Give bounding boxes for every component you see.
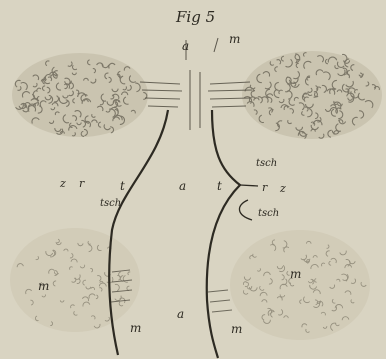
figure-title: Fig 5 xyxy=(175,8,215,26)
label-m-bottom-right: m xyxy=(231,322,242,336)
label-a-mid: a xyxy=(179,179,186,193)
label-tsch-left: tsch xyxy=(100,198,121,209)
label-m-bottom-left: m xyxy=(130,321,141,335)
label-tsch-right-upper: tsch xyxy=(256,158,277,169)
label-t-right: t xyxy=(217,179,222,193)
label-z-right: z xyxy=(279,182,286,195)
label-r-right: r xyxy=(262,181,268,194)
label-r-left: r xyxy=(79,177,85,190)
label-z-left: z xyxy=(59,177,66,190)
lower-left-cell-mass xyxy=(10,228,140,332)
label-a-top: a xyxy=(182,39,189,53)
label-a-bottom: a xyxy=(177,307,184,321)
label-t-left: t xyxy=(120,179,125,193)
lower-right-cell-mass xyxy=(230,230,370,340)
label-m-top: m xyxy=(229,32,240,46)
upper-right-cell-mass xyxy=(242,51,382,139)
label-m-lower-left: m xyxy=(38,279,49,293)
upper-left-cell-mass xyxy=(12,53,148,137)
label-tsch-right-lower: tsch xyxy=(258,208,279,219)
label-m-lower-right: m xyxy=(290,267,301,281)
